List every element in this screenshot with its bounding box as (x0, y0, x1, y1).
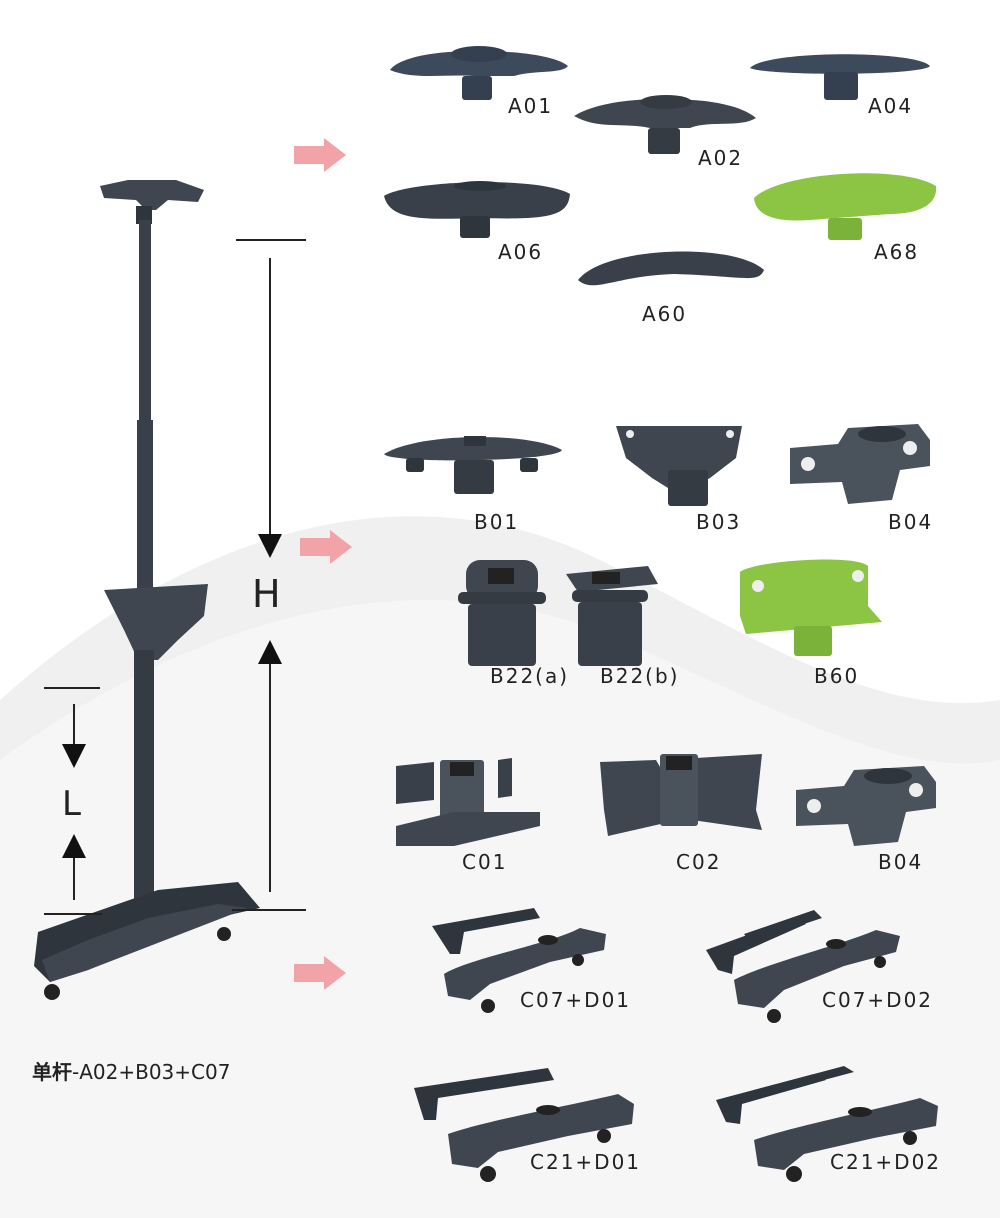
foot-c07-d01-image (432, 908, 606, 1013)
foot-c21-d02-image (716, 1066, 938, 1182)
label-a01: A01 (508, 94, 554, 118)
label-c07-d01: C07+D01 (520, 988, 632, 1012)
handle-a04-image (750, 54, 930, 100)
bracket-b22b-image (566, 566, 658, 666)
base-c01-image (396, 758, 540, 846)
label-a02: A02 (698, 146, 744, 170)
label-a60: A60 (642, 302, 688, 326)
label-c07-d02: C07+D02 (822, 988, 934, 1012)
label-c01: C01 (462, 850, 508, 874)
bracket-b04-image (790, 424, 930, 504)
caption-bold: 单杆 (32, 1060, 72, 1084)
label-b22a: B22(a) (490, 664, 570, 688)
label-c21-d02: C21+D02 (830, 1150, 942, 1174)
label-b04: B04 (888, 510, 934, 534)
bracket-b22a-image (458, 560, 546, 666)
handle-a06-image (384, 181, 570, 238)
label-b04-second: B04 (878, 850, 924, 874)
arrow-right-icon (300, 530, 352, 564)
length-dimension (44, 687, 102, 915)
foot-c21-d01-image (414, 1068, 634, 1182)
trolley-assembly-image (34, 180, 260, 1000)
base-c02-image (600, 754, 762, 836)
label-b22b: B22(b) (600, 664, 680, 688)
height-label: H (252, 572, 281, 616)
height-dimension (232, 239, 306, 911)
bracket-b01-image (384, 436, 562, 494)
assembly-caption: 单杆-A02+B03+C07 (32, 1056, 230, 1085)
label-a04: A04 (868, 94, 914, 118)
handle-a01-image (390, 46, 568, 100)
arrow-right-icon (294, 956, 346, 990)
arrow-right-icon (294, 138, 346, 172)
label-c02: C02 (676, 850, 722, 874)
handle-a02-image (574, 95, 756, 154)
length-label: L (62, 784, 81, 824)
foot-c07-d02-image (706, 910, 900, 1023)
handle-a60-image (578, 251, 764, 286)
label-a68: A68 (874, 240, 920, 264)
base-b04-image (796, 766, 936, 846)
handle-a68-image (754, 173, 937, 240)
bracket-b60-image (740, 559, 882, 656)
label-b60: B60 (814, 664, 860, 688)
label-b01: B01 (474, 510, 520, 534)
label-b03: B03 (696, 510, 742, 534)
bracket-b03-image (616, 426, 742, 506)
caption-rest: -A02+B03+C07 (72, 1060, 231, 1084)
label-c21-d01: C21+D01 (530, 1150, 642, 1174)
label-a06: A06 (498, 240, 544, 264)
